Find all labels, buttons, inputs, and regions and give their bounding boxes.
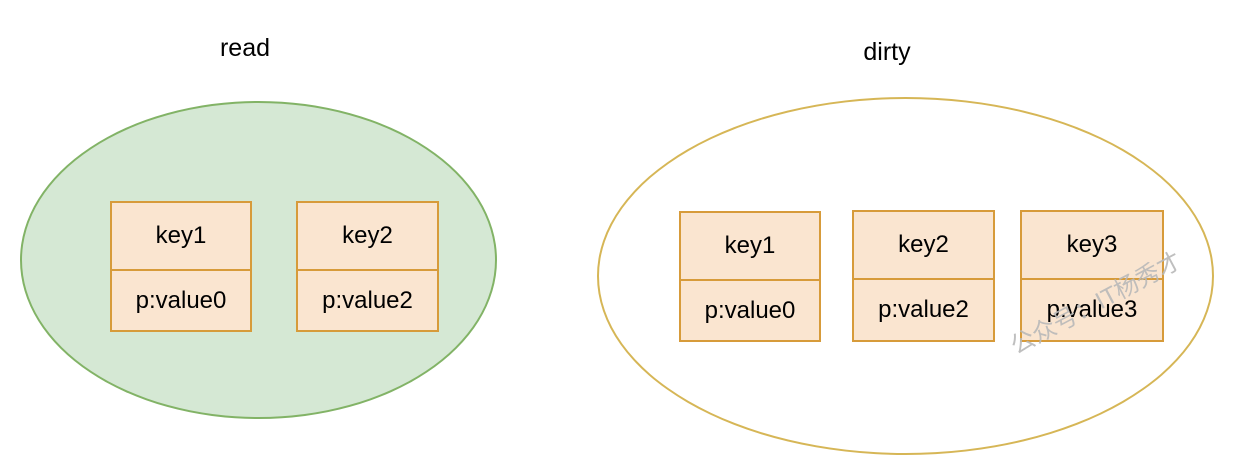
dirty-entry-key3: key3 p:value3 xyxy=(1020,210,1164,342)
entry-value: p:value0 xyxy=(135,286,227,314)
entry-divider xyxy=(1022,278,1162,280)
entry-divider xyxy=(681,279,819,281)
entry-key: key2 xyxy=(898,231,949,258)
read-entry-key2: key2 p:value2 xyxy=(296,201,439,332)
dirty-entry-key2: key2 p:value2 xyxy=(852,210,995,342)
entry-divider xyxy=(854,278,993,280)
dirty-label: dirty xyxy=(863,38,911,66)
entry-value: p:value2 xyxy=(878,296,969,323)
read-label: read xyxy=(219,34,271,62)
entry-key: key2 xyxy=(342,222,393,249)
dirty-entry-key1: key1 p:value0 xyxy=(679,211,821,342)
entry-key: key1 xyxy=(155,222,207,249)
read-entry-key1: key1 p:value0 xyxy=(110,201,252,332)
entry-key: key3 xyxy=(1066,231,1118,258)
entry-value: p:value3 xyxy=(1046,296,1138,323)
entry-value: p:value2 xyxy=(322,286,413,314)
entry-key: key1 xyxy=(724,232,776,259)
entry-divider xyxy=(298,269,437,271)
entry-value: p:value0 xyxy=(704,296,796,324)
entry-divider xyxy=(112,269,250,271)
